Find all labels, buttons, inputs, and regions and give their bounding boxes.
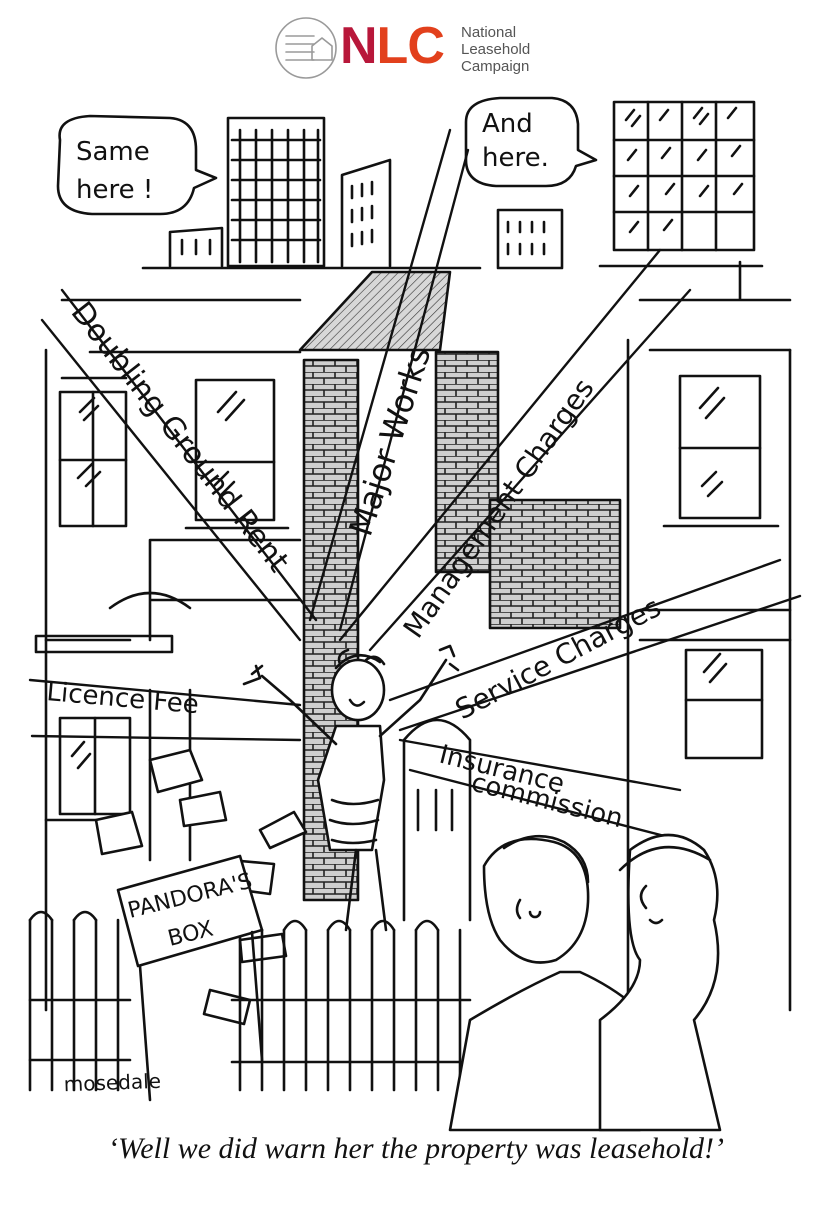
front-door	[402, 718, 472, 922]
tower-middle	[340, 158, 392, 268]
bubble-right-line2: here.	[482, 143, 549, 173]
logo-line-national: National	[461, 24, 517, 41]
house-right	[626, 338, 792, 1012]
tower-mid-right	[496, 208, 564, 270]
nlc-logo-emblem	[275, 17, 337, 79]
house-left	[34, 348, 174, 1012]
beam-licence-fee: Licence Fee	[45, 677, 200, 720]
bubble-left-line2: here !	[76, 175, 153, 205]
railings-left	[28, 910, 472, 1092]
artist-signature: mosedale	[63, 1069, 161, 1096]
nlc-logo-wordmark: NLC	[340, 17, 445, 75]
speech-bubble-right: And here.	[464, 96, 598, 188]
bubble-left-line1: Same	[76, 137, 150, 167]
logo-line-leasehold: Leasehold	[461, 41, 531, 58]
tower-small-left	[168, 226, 224, 268]
speech-bubble-left: Same here !	[56, 114, 218, 216]
nlc-logo-text: National Leasehold Campaign	[461, 24, 530, 75]
bubble-right-line1: And	[482, 109, 533, 139]
brick-stack-centre	[434, 350, 500, 574]
tower-right	[612, 100, 756, 252]
brick-wall-right	[488, 498, 622, 630]
logo-letters: NLC	[340, 17, 445, 75]
tower-left	[226, 116, 326, 268]
beams	[28, 128, 802, 842]
roofline	[60, 260, 792, 354]
pandoras-box-sign: PANDORA'S BOX	[116, 854, 264, 1102]
roof-hatch	[298, 270, 452, 352]
woman-figure	[242, 644, 460, 932]
beam-doubling-ground-rent: Doubling Ground Rent	[64, 295, 296, 579]
couple-figures	[448, 833, 722, 1132]
cartoon-caption: ‘Well we did warn her the property was l…	[107, 1132, 725, 1165]
house-centre-left	[108, 378, 302, 862]
logo-line-campaign: Campaign	[461, 58, 530, 75]
